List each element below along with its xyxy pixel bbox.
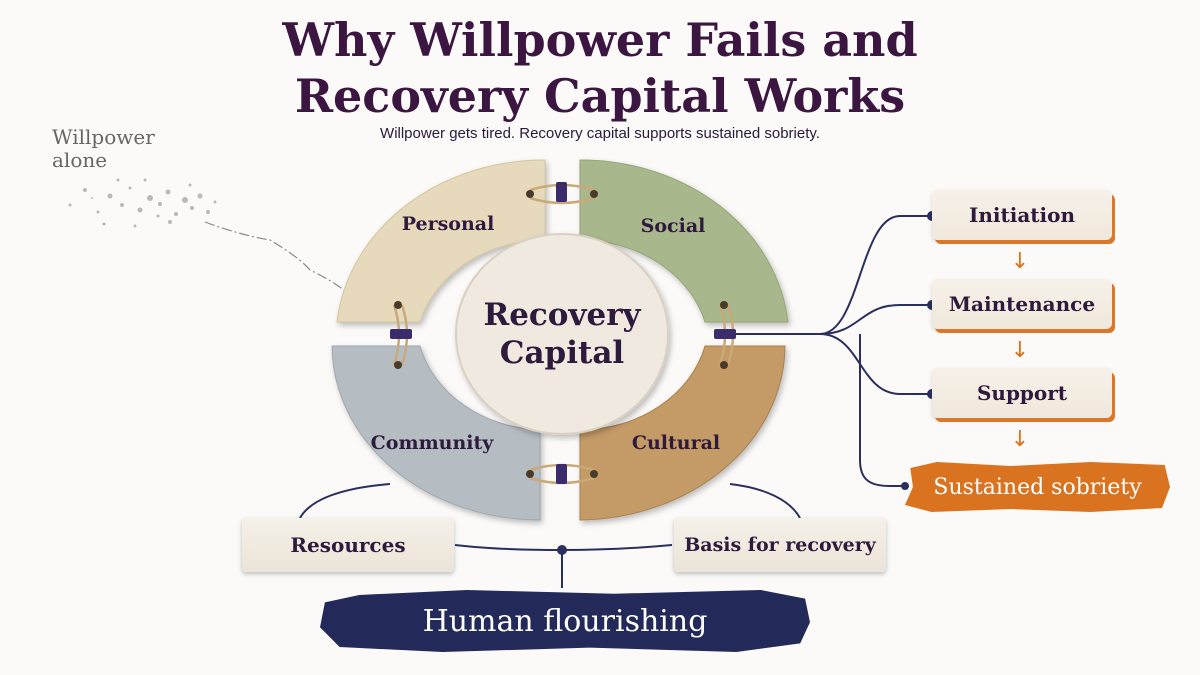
quadrant-social[interactable] [579, 159, 789, 323]
stage-support[interactable]: Support [932, 368, 1112, 418]
subtitle: Willpower gets tired. Recovery capital s… [380, 125, 820, 142]
willpower-crack-line [204, 221, 369, 309]
quadrant-label-personal: Personal [401, 213, 495, 235]
arrow-down-icon: ↓ [1010, 427, 1030, 452]
node-dot-icons [901, 211, 937, 490]
quadrant-personal[interactable] [336, 159, 546, 323]
rope-tie-icons [390, 182, 736, 485]
willpower-alone-label: Willpower alone [52, 126, 192, 172]
basis-for-recovery-card[interactable]: Basis for recovery [674, 518, 886, 572]
quadrant-label-cultural: Cultural [631, 432, 721, 454]
willpower-line-1: Willpower [52, 125, 155, 149]
stage-initiation[interactable]: Initiation [932, 190, 1112, 240]
title-line-1: Why Willpower Fails and [282, 13, 918, 67]
willpower-dust-icon [68, 178, 217, 228]
bottom-node-icon [557, 545, 567, 555]
center-line-2: Capital [499, 335, 625, 371]
stage-connectors [720, 215, 932, 487]
page-title: Why Willpower Fails and Recovery Capital… [0, 12, 1200, 124]
human-flourishing-banner[interactable]: Human flourishing [320, 590, 810, 652]
arrow-down-icon: ↓ [1010, 338, 1030, 363]
center-line-1: Recovery [483, 297, 641, 333]
sustained-sobriety-banner[interactable]: Sustained sobriety [905, 462, 1170, 512]
center-circle [455, 233, 669, 435]
quadrant-label-community: Community [370, 432, 494, 454]
title-line-2: Recovery Capital Works [294, 69, 906, 123]
quadrant-label-social: Social [640, 215, 706, 237]
quadrant-community[interactable] [331, 345, 541, 521]
stage-maintenance[interactable]: Maintenance [932, 279, 1112, 329]
willpower-line-2: alone [52, 148, 108, 172]
arrow-down-icon: ↓ [1010, 249, 1030, 274]
quadrant-cultural[interactable] [579, 345, 786, 521]
resources-card[interactable]: Resources [242, 518, 454, 572]
center-label: Recovery Capital [462, 296, 662, 372]
